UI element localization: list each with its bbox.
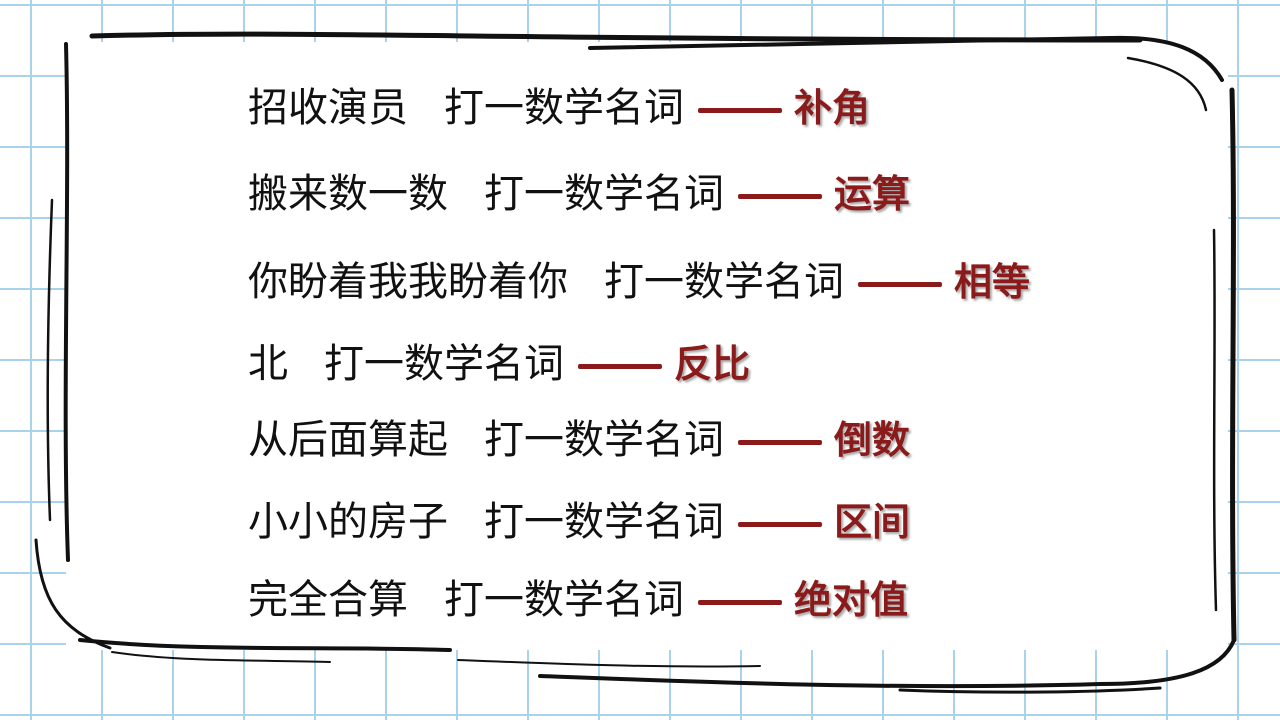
riddle-hint: 打一数学名词	[444, 577, 684, 623]
riddle-row: 小小的房子 打一数学名词 区间	[248, 498, 910, 546]
riddle-row: 你盼着我我盼着你 打一数学名词 相等	[248, 258, 1030, 306]
riddle-hint: 打一数学名词	[484, 417, 724, 463]
riddle-row: 搬来数一数 打一数学名词 运算	[248, 170, 910, 218]
riddle-answer: 相等	[954, 260, 1031, 304]
riddle-answer: 绝对值	[794, 578, 909, 622]
dash-line	[858, 281, 942, 287]
dash-line	[698, 599, 782, 605]
riddle-question: 你盼着我我盼着你	[248, 259, 568, 305]
riddle-answer: 反比	[674, 342, 751, 386]
riddle-answer: 补角	[794, 86, 871, 130]
riddle-question: 从后面算起	[248, 417, 448, 463]
riddle-hint: 打一数学名词	[444, 85, 684, 131]
paper-card	[66, 42, 1228, 650]
riddle-hint: 打一数学名词	[484, 499, 724, 545]
riddle-question: 北	[248, 341, 288, 387]
riddle-row: 招收演员 打一数学名词 补角	[248, 84, 870, 132]
riddle-row: 北 打一数学名词 反比	[248, 340, 750, 388]
dash-line	[738, 193, 822, 199]
riddle-row: 完全合算 打一数学名词 绝对值	[248, 576, 908, 624]
riddle-hint: 打一数学名词	[484, 171, 724, 217]
riddle-question: 小小的房子	[248, 499, 448, 545]
riddle-answer: 倒数	[834, 418, 911, 462]
riddle-answer: 区间	[834, 500, 911, 544]
dash-line	[738, 439, 822, 445]
dash-line	[738, 521, 822, 527]
riddle-question: 招收演员	[248, 85, 408, 131]
riddle-question: 完全合算	[248, 577, 408, 623]
dash-line	[698, 107, 782, 113]
riddle-hint: 打一数学名词	[604, 259, 844, 305]
riddle-hint: 打一数学名词	[324, 341, 564, 387]
dash-line	[578, 363, 662, 369]
riddle-question: 搬来数一数	[248, 171, 448, 217]
riddle-row: 从后面算起 打一数学名词 倒数	[248, 416, 910, 464]
riddle-answer: 运算	[834, 172, 911, 216]
riddle-list: 招收演员 打一数学名词 补角 搬来数一数 打一数学名词 运算 你盼着我我盼着你 …	[248, 0, 1228, 720]
